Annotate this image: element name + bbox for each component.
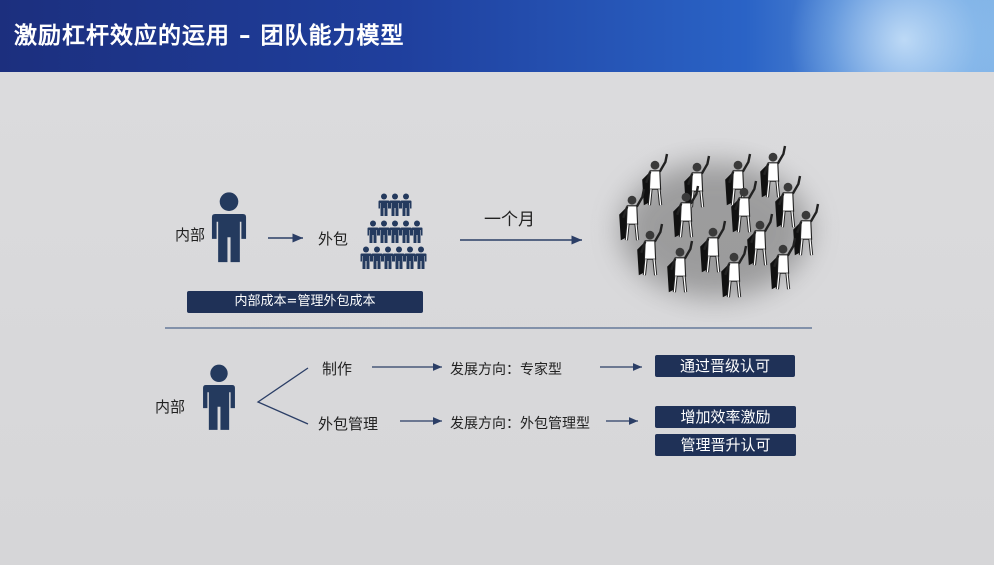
branch1-direction: 发展方向：专家型 [450, 362, 562, 378]
branch2-result-box-2: 管理晋升认可 [655, 434, 796, 456]
branch1-result-box: 通过晋级认可 [655, 355, 795, 377]
outsource-group-icon [360, 193, 427, 269]
slide-title: 激励杠杆效应的运用 – 团队能力模型 [14, 23, 405, 49]
header-glow [774, 0, 994, 72]
cost-equation-box: 内部成本=管理外包成本 [187, 291, 423, 313]
branch2-label: 外包管理 [318, 415, 379, 433]
branch1-label: 制作 [322, 360, 353, 378]
month-label: 一个月 [484, 210, 535, 230]
header-bar: 激励杠杆效应的运用 – 团队能力模型 [0, 0, 994, 72]
top-internal-label: 内部 [175, 226, 206, 244]
branch2-direction: 发展方向：外包管理型 [450, 416, 590, 432]
branch-lines [256, 367, 309, 425]
top-outsource-label: 外包 [318, 230, 349, 248]
bottom-internal-label: 内部 [155, 398, 186, 416]
person-icon-internal-top [211, 192, 247, 263]
person-icon-internal-bottom [203, 364, 235, 430]
branch2-result-box-1: 增加效率激励 [655, 406, 796, 428]
